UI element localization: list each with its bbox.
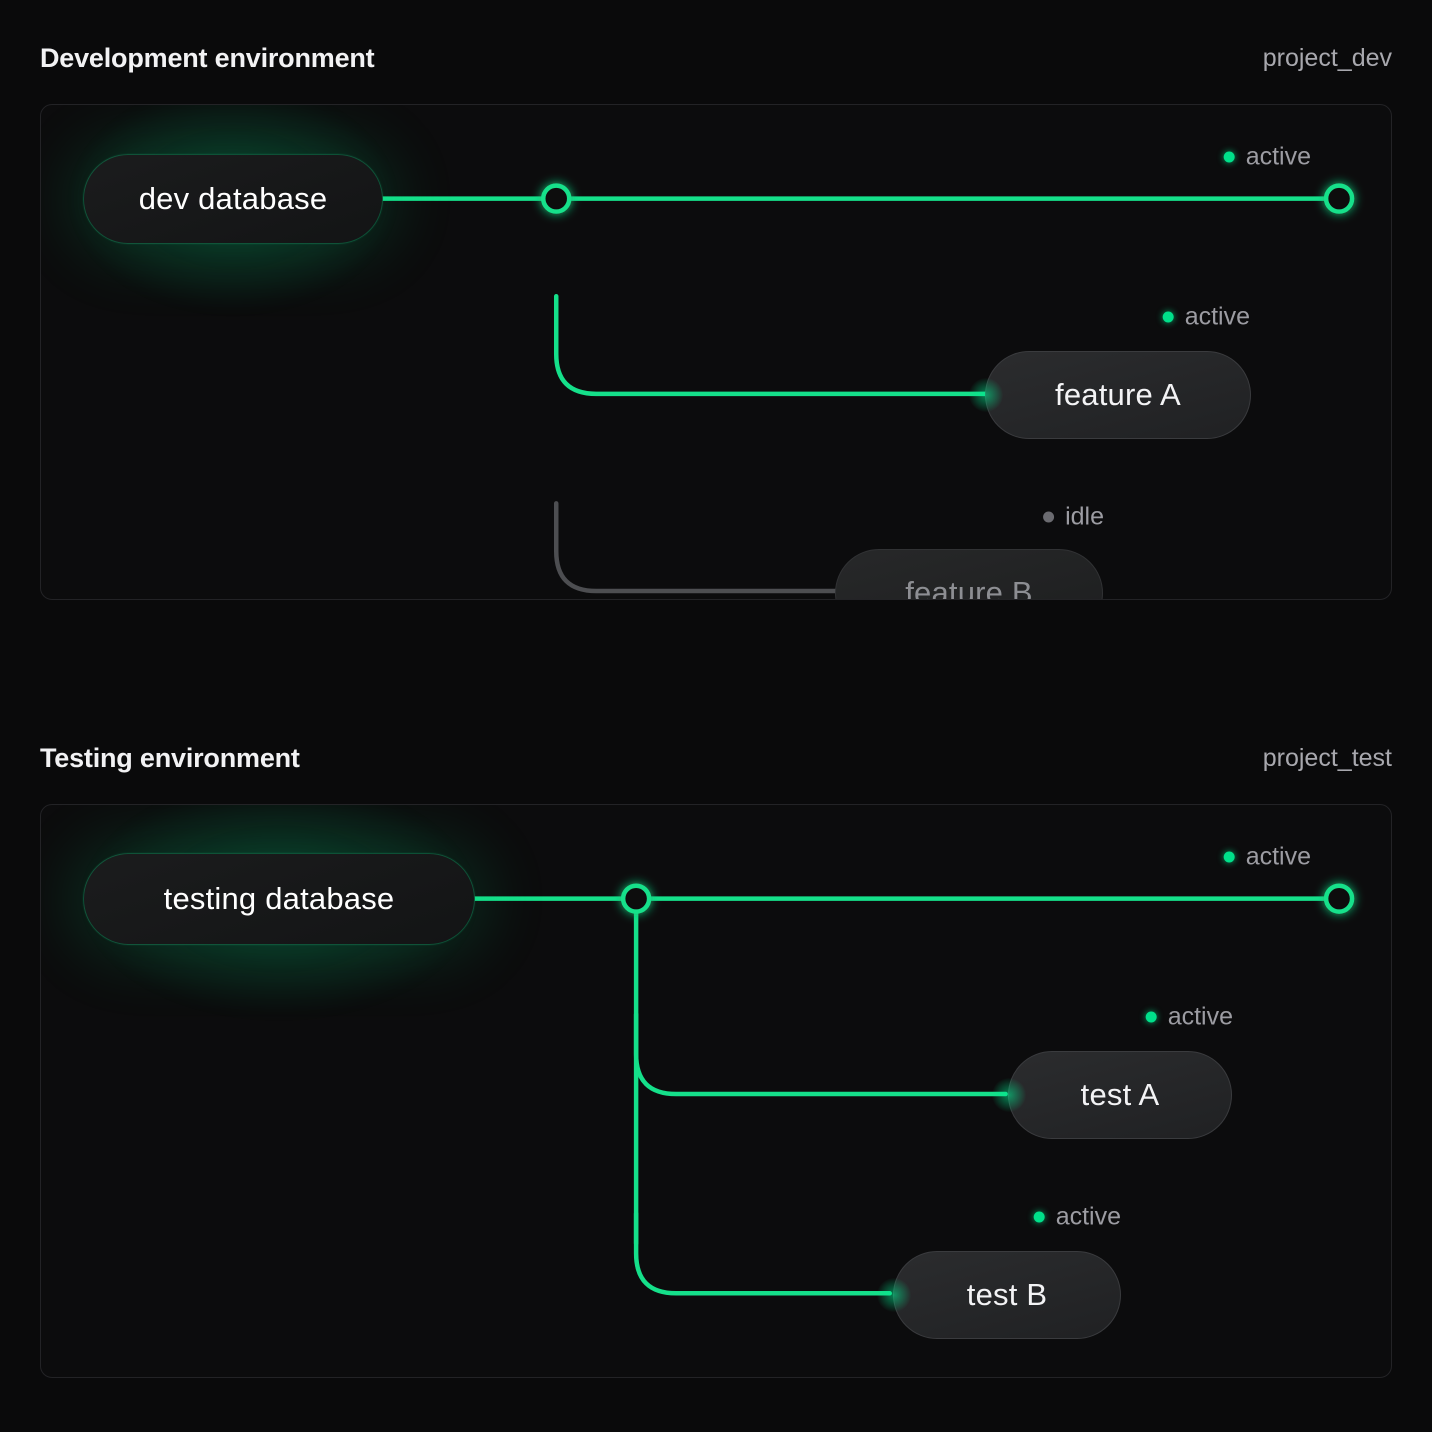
- status-badge-feature-b: idle: [1043, 503, 1104, 532]
- status-dot-icon: [1043, 511, 1055, 523]
- status-label: active: [1184, 302, 1250, 331]
- status-dot-icon: [1162, 311, 1174, 323]
- status-badge-trunk-test: active: [1223, 842, 1311, 872]
- section-development: Development environment project_dev: [0, 28, 1432, 600]
- status-label: active: [1055, 1202, 1121, 1231]
- status-dot-icon: [1145, 1011, 1157, 1023]
- page-title-testing: Testing environment: [40, 742, 300, 773]
- page-title-development: Development environment: [40, 42, 375, 73]
- section-testing: Testing environment project_test: [0, 728, 1432, 1378]
- node-testing-database-label: testing database: [163, 881, 395, 916]
- status-badge-trunk-dev: active: [1223, 142, 1311, 172]
- project-name-testing: project_test: [1262, 743, 1392, 772]
- node-testing-database[interactable]: testing database: [83, 853, 475, 945]
- status-badge-feature-a: active: [1162, 302, 1250, 332]
- status-label: active: [1167, 1002, 1233, 1031]
- node-test-a[interactable]: test A: [992, 1051, 1232, 1139]
- entry-glow-feature-a: [969, 378, 1003, 412]
- section-header-development: Development environment project_dev: [0, 28, 1432, 88]
- status-label: idle: [1065, 502, 1104, 531]
- node-feature-b[interactable]: feature B: [835, 549, 1103, 600]
- node-dev-database[interactable]: dev database: [83, 154, 383, 244]
- status-dot-icon: [1223, 151, 1235, 163]
- junction-node-dev[interactable]: [541, 183, 572, 214]
- node-feature-a-label: feature A: [1055, 377, 1181, 412]
- node-feature-a[interactable]: feature A: [969, 351, 1251, 439]
- edge-branch-test-a: [633, 1012, 1008, 1097]
- panel-testing: testing database active active test A: [40, 804, 1392, 1378]
- terminal-node-test[interactable]: [1323, 883, 1355, 914]
- status-label: active: [1245, 142, 1311, 171]
- project-name-development: project_dev: [1262, 43, 1392, 72]
- status-dot-icon: [1033, 1211, 1045, 1223]
- terminal-node-dev[interactable]: [1323, 183, 1355, 214]
- node-test-a-label: test A: [1080, 1077, 1160, 1112]
- junction-node-test[interactable]: [620, 883, 652, 914]
- node-dev-database-label: dev database: [138, 181, 328, 216]
- status-dot-icon: [1223, 851, 1235, 863]
- node-test-b-label: test B: [966, 1277, 1048, 1312]
- status-badge-test-a: active: [1145, 1002, 1233, 1032]
- edge-branch-feature-a: [553, 293, 988, 397]
- status-label: active: [1245, 842, 1311, 871]
- section-header-testing: Testing environment project_test: [0, 728, 1432, 788]
- entry-glow-test-b: [877, 1278, 911, 1312]
- panel-development: dev database active active feature A: [40, 104, 1392, 600]
- status-badge-test-b: active: [1033, 1202, 1121, 1232]
- edge-branch-feature-b: [553, 501, 839, 594]
- edge-branch-test-b: [633, 1211, 892, 1296]
- node-feature-b-label: feature B: [905, 575, 1033, 600]
- node-test-b[interactable]: test B: [877, 1251, 1121, 1339]
- entry-glow-test-a: [992, 1078, 1026, 1112]
